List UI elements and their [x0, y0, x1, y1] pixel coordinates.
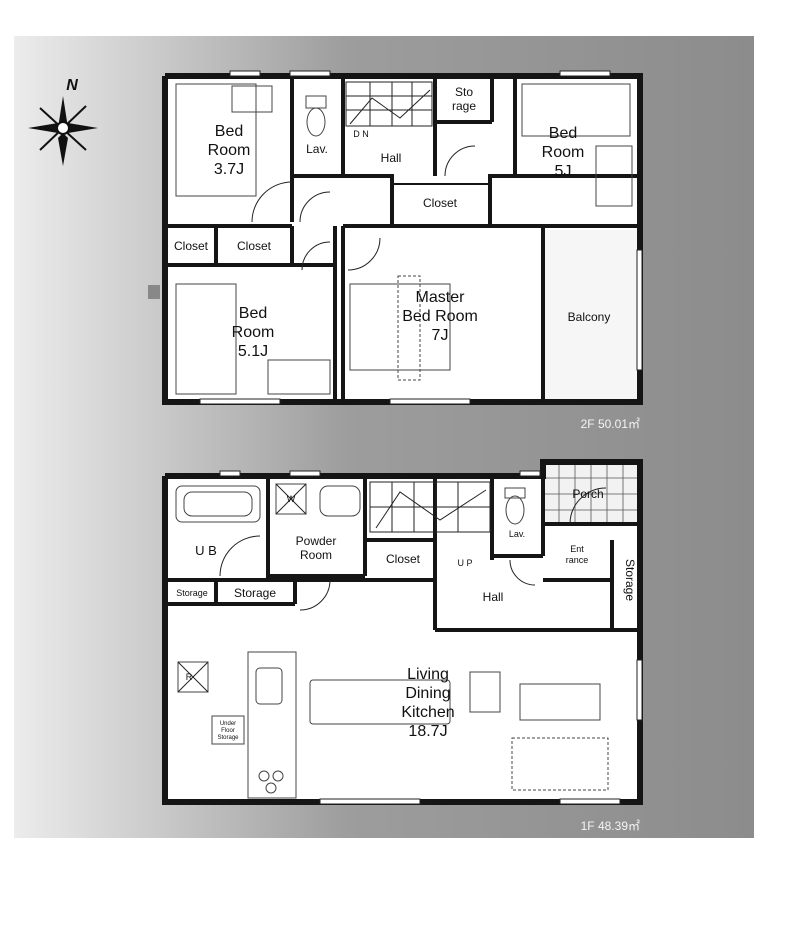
- closet-1f-label: Closet: [386, 552, 421, 566]
- floor-1-plan: [162, 459, 643, 805]
- compass-north-label: N: [66, 77, 78, 94]
- up-stairs-label: U P: [457, 558, 472, 568]
- staircase-1f: [369, 481, 491, 533]
- balcony-label: Balcony: [568, 310, 611, 324]
- floor-1-area-label: 1F 48.39㎡: [581, 819, 640, 833]
- refrigerator-r-label: R: [186, 672, 193, 682]
- ub-label: U B: [195, 543, 217, 558]
- floor-2-plan: [148, 70, 643, 405]
- closet-center-2f-label: Closet: [423, 196, 458, 210]
- lav-1f-label: Lav.: [509, 529, 525, 539]
- hall-2f-label: Hall: [381, 151, 402, 165]
- storage-right-label: Storage: [623, 559, 637, 601]
- storage-label: Storage: [234, 586, 276, 600]
- lav-2f-label: Lav.: [306, 142, 328, 156]
- porch-label: Porch: [572, 487, 603, 501]
- closet-left2-2f-label: Closet: [237, 239, 272, 253]
- floor-2-area-label: 2F 50.01㎡: [581, 417, 640, 431]
- storage-small-label: Storage: [176, 588, 208, 598]
- hall-1f-label: Hall: [483, 590, 504, 604]
- down-stairs-label: D N: [353, 129, 369, 139]
- closet-left1-2f-label: Closet: [174, 239, 209, 253]
- washer-w-label: W: [287, 494, 296, 504]
- staircase-2f: [345, 81, 433, 127]
- north-arrow-compass-icon: [28, 96, 98, 166]
